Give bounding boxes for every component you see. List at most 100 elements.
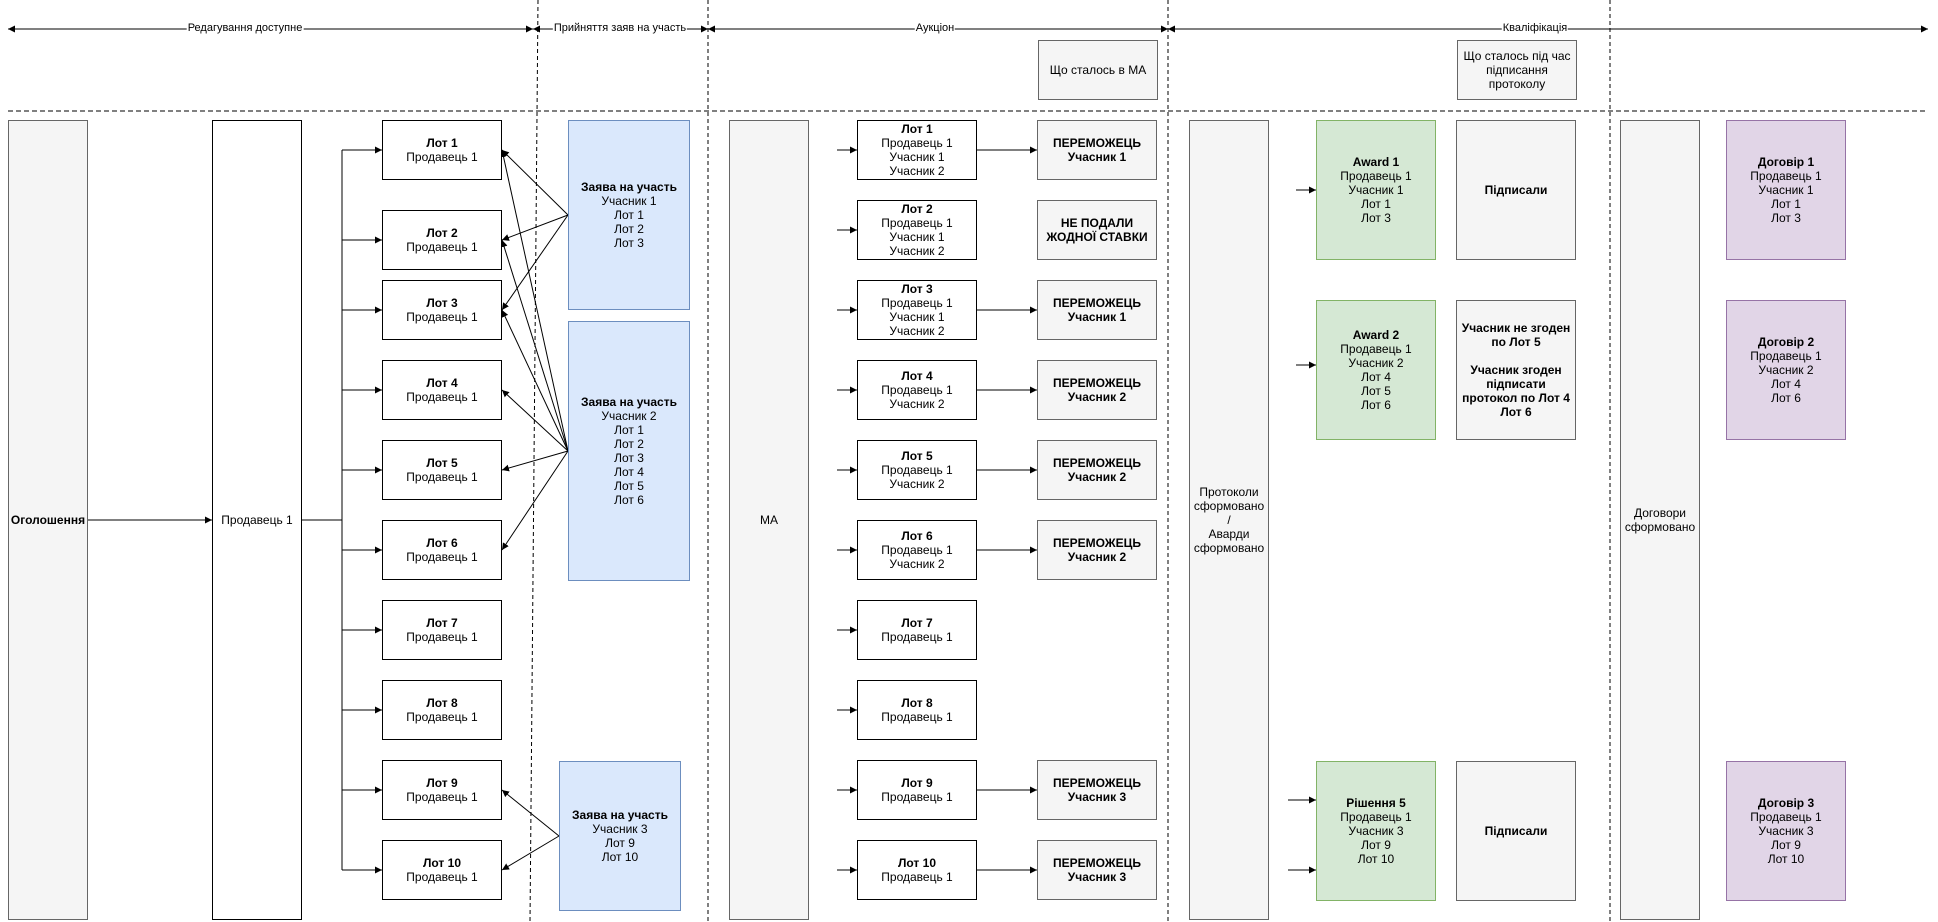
edge-app1-lot-1 [501, 149, 569, 216]
result-4-title: Учасник 2 [1067, 390, 1127, 404]
lot-1-title: Лот 1 [426, 136, 458, 150]
contract-2-line: Учасник 2 [1758, 363, 1814, 377]
contract-2-line: Продавець 1 [1750, 349, 1822, 363]
application-2-line: Лот 6 [614, 493, 644, 507]
auction-lot-9-line: Продавець 1 [881, 790, 953, 804]
note-signing-line: підписання [1486, 63, 1548, 77]
application-3-line: Лот 9 [605, 836, 635, 850]
lot-5-line: Продавець 1 [406, 470, 478, 484]
phase-label-qualification: Кваліфікація [1501, 22, 1569, 34]
result-5-title: Учасник 2 [1067, 470, 1127, 484]
auction-lot-3-line: Учасник 2 [889, 324, 945, 338]
contract-3-line: Учасник 3 [1758, 824, 1814, 838]
announcement-box: Оголошення [8, 120, 88, 920]
auction-lot-3-title: Лот 3 [901, 282, 933, 296]
lot-3-line: Продавець 1 [406, 310, 478, 324]
contract-2-line: Лот 4 [1771, 377, 1801, 391]
result-9-title: Учасник 3 [1067, 790, 1127, 804]
contract-1-line: Лот 3 [1771, 211, 1801, 225]
auction-lot-6-title: Лот 6 [901, 529, 933, 543]
note-ma-line: Що сталось в МА [1049, 63, 1147, 77]
signing-2-title: Учасник не згоден [1461, 321, 1571, 335]
award-2-line: Продавець 1 [1340, 342, 1412, 356]
signing-3-title: Підписали [1484, 824, 1548, 838]
auction-lot-6-line: Учасник 2 [889, 557, 945, 571]
note-signing-line: Що сталось під час [1463, 49, 1571, 63]
auction-lot-2-line: Учасник 2 [889, 244, 945, 258]
decision-5-line: Учасник 3 [1348, 824, 1404, 838]
decision-5-line: Лот 10 [1357, 852, 1395, 866]
auction-lot-2-title: Лот 2 [901, 202, 933, 216]
auction-lot-3-line: Учасник 1 [889, 310, 945, 324]
result-6-title: Учасник 2 [1067, 550, 1127, 564]
award-2-line: Лот 4 [1361, 370, 1391, 384]
application-2-title: Заява на участь [581, 395, 677, 409]
contract-3-title: Договір 3 [1757, 796, 1815, 810]
auction-lot-4-line: Продавець 1 [881, 383, 953, 397]
edge-app2-lot-4 [501, 389, 569, 452]
application-2-line: Лот 3 [614, 451, 644, 465]
protocols-box-line: сформовано [1193, 499, 1265, 513]
application-2-line: Лот 1 [614, 423, 644, 437]
contract-3-line: Лот 10 [1767, 852, 1805, 866]
application-1-line: Лот 1 [614, 208, 644, 222]
award-1-line: Лот 1 [1361, 197, 1391, 211]
signing-2-title: Лот 6 [1500, 405, 1532, 419]
edge-app1-lot-2 [501, 214, 569, 241]
result-5-title: ПЕРЕМОЖЕЦЬ [1052, 456, 1142, 470]
contract-1-line: Учасник 1 [1758, 183, 1814, 197]
auction-lot-7-title: Лот 7 [901, 616, 933, 630]
auction-lot-5-title: Лот 5 [901, 449, 933, 463]
note-signing-line: протоколу [1488, 77, 1546, 91]
phase-label-auction: Аукціон [914, 22, 956, 34]
auction-lot-5-line: Учасник 2 [889, 477, 945, 491]
result-9-title: ПЕРЕМОЖЕЦЬ [1052, 776, 1142, 790]
result-10-title: Учасник 3 [1067, 870, 1127, 884]
auction-lot-8-line: Продавець 1 [881, 710, 953, 724]
edge-app1-lot-3 [501, 214, 569, 311]
application-2-line: Лот 5 [614, 479, 644, 493]
protocols-box-line: Протоколи [1199, 485, 1259, 499]
lot-10-title: Лот 10 [422, 856, 461, 870]
decision-5-title: Рішення 5 [1346, 796, 1406, 810]
auction-lot-1-line: Продавець 1 [881, 136, 953, 150]
auction-lot-1-line: Учасник 1 [889, 150, 945, 164]
signing-1-title: Підписали [1484, 183, 1548, 197]
award-2-line: Лот 5 [1361, 384, 1391, 398]
lot-5-title: Лот 5 [426, 456, 458, 470]
lot-4-title: Лот 4 [426, 376, 458, 390]
contract-1-title: Договір 1 [1757, 155, 1815, 169]
application-1-line: Лот 3 [614, 236, 644, 250]
application-3-title: Заява на участь [572, 808, 668, 822]
contracts-formed-box-line: Договори [1633, 506, 1686, 520]
auction-lot-5-line: Продавець 1 [881, 463, 953, 477]
ma-box: МА [729, 120, 809, 920]
auction-lot-3-line: Продавець 1 [881, 296, 953, 310]
signing-2-title: Учасник згоден [1470, 363, 1562, 377]
seller-box: Продавець 1 [212, 120, 302, 920]
result-10-title: ПЕРЕМОЖЕЦЬ [1052, 856, 1142, 870]
auction-lot-2-line: Продавець 1 [881, 216, 953, 230]
edge-app2-lot-3 [501, 309, 569, 452]
